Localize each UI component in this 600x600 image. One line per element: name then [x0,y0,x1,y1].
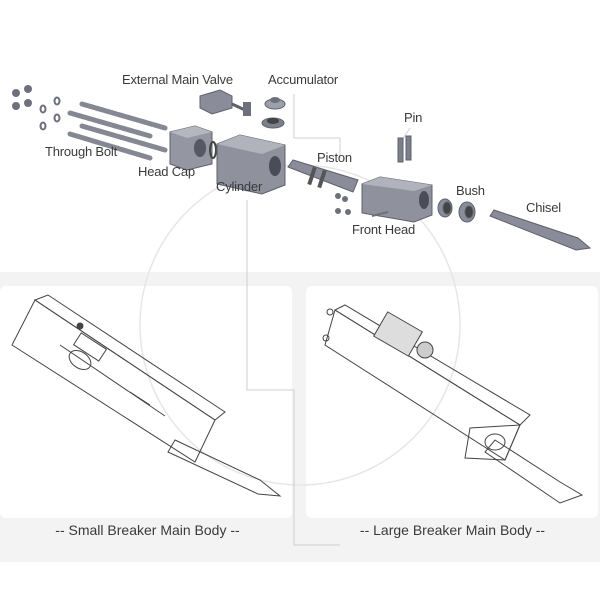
small-breaker-drawing [11,294,282,497]
pin-part [397,135,412,163]
caption-small-breaker: -- Small Breaker Main Body -- [55,522,240,538]
label-bush: Bush [456,183,485,198]
washers-icon [39,96,61,131]
caption-large-breaker: -- Large Breaker Main Body -- [359,522,546,538]
cylinder-part [216,134,286,195]
external-main-valve-part [199,89,251,116]
label-accumulator: Accumulator [268,72,339,87]
piston-part [287,159,359,215]
label-external-main-valve: External Main Valve [122,72,233,87]
chisel-part [489,209,592,251]
label-pin: Pin [404,110,423,125]
bush-part [437,198,476,223]
nuts-icon [12,85,32,110]
through-bolt-rods [67,101,168,161]
label-through-bolt: Through Bolt [45,144,118,159]
label-cylinder: Cylinder [216,179,263,194]
large-breaker-drawing [322,304,584,504]
large-breaker-panel [306,286,598,518]
label-front-head: Front Head [352,222,416,237]
label-head-cap: Head Cap [138,164,195,179]
label-chisel: Chisel [526,200,561,215]
head-cap-part [169,125,217,171]
label-piston: Piston [317,150,352,165]
front-head-part [361,176,433,223]
accumulator-part [261,97,286,129]
leader-line [293,94,341,158]
leader-line [246,200,340,546]
